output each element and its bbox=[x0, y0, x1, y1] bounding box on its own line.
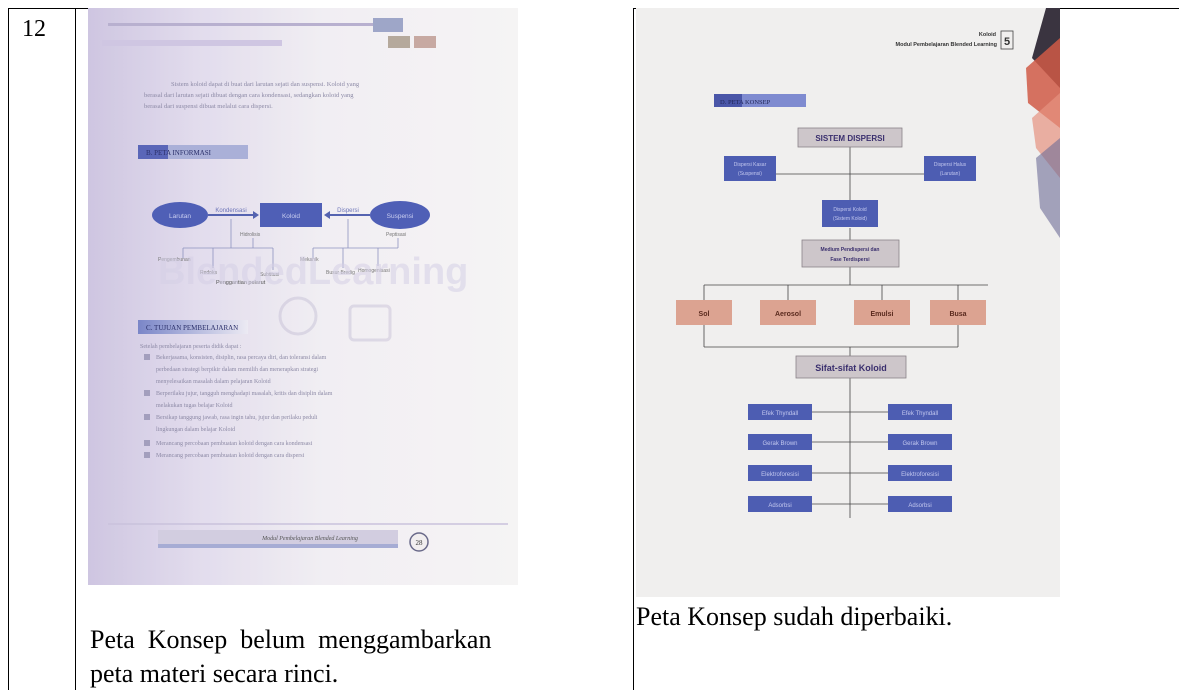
table-left-border bbox=[8, 8, 9, 690]
tujuan-item: melakukan tugas belajar Koloid bbox=[156, 403, 232, 409]
map-node-koloid: Koloid bbox=[282, 213, 300, 220]
node-medium-sub: Fase Terdispersi bbox=[830, 257, 870, 263]
map-sub-penggantian-pelarut: Penggantian pelarut bbox=[216, 280, 266, 286]
tujuan-item: menyelesaikan masalah dalam pelajaran Ko… bbox=[156, 379, 271, 385]
tujuan-item: Merancang percobaan pembuatan koloid den… bbox=[156, 441, 313, 447]
section-heading-tujuan: C. TUJUAN PEMBELAJARAN bbox=[146, 324, 238, 332]
node-aerosol: Aerosol bbox=[775, 311, 801, 318]
node-dispersi-koloid: Dispersi Koloid bbox=[833, 207, 867, 213]
node-emulsi: Emulsi bbox=[871, 311, 894, 318]
tujuan-item: Bekerjasama, konsisten, disiplin, rasa p… bbox=[156, 355, 327, 361]
left-caption-line-2: peta materi secara rinci. bbox=[90, 659, 339, 688]
page-number: 5 bbox=[1004, 36, 1010, 48]
tujuan-item: perbedaan strategi berpikir dalam memili… bbox=[156, 367, 318, 373]
node-dispersi-halus-sub: (Larutan) bbox=[940, 171, 961, 177]
left-caption-line-1: Peta Konsep belum menggambarkan bbox=[90, 625, 492, 654]
intro-line: berasal dari suspensi dibuat melalui car… bbox=[144, 103, 273, 110]
node-sifat-koloid: Sifat-sifat Koloid bbox=[815, 363, 887, 373]
node-sistem-dispersi: SISTEM DISPERSI bbox=[815, 134, 884, 143]
map-sub-peptisasi: Peptisasi bbox=[386, 232, 406, 238]
tujuan-item: Bersikap tanggung jawab, rasa ingin tahu… bbox=[156, 415, 318, 421]
node-dispersi-koloid-sub: (Sistem Koloid) bbox=[833, 216, 867, 222]
watermark-blended-learning: BlendedLearning bbox=[158, 251, 468, 293]
node-dispersi-kasar-sub: (Suspensi) bbox=[738, 171, 762, 177]
section-heading-peta-informasi: B. PETA INFORMASI bbox=[146, 149, 212, 157]
tujuan-item: lingkungan dalam belajar Koloid bbox=[156, 427, 235, 433]
old-concept-map-scan: Sistem koloid dapat di buat dari larutan… bbox=[88, 8, 518, 585]
map-sub-pengembunan: Pengembunan bbox=[158, 257, 191, 263]
map-sub-homogenisasi: Homogenisasi bbox=[358, 268, 390, 274]
map-node-suspensi: Suspensi bbox=[387, 213, 414, 220]
header-koloid: Koloid bbox=[979, 32, 996, 38]
table-column-divider-1 bbox=[75, 8, 76, 690]
header-modul: Modul Pembelajaran Blended Learning bbox=[896, 42, 997, 48]
node-dispersi-halus: Dispersi Halus bbox=[934, 162, 967, 168]
section-heading-peta-konsep: D. PETA KONSEP bbox=[720, 99, 771, 106]
map-sub-hidrolisis: Hidrolisis bbox=[240, 232, 261, 238]
node-efek-tyndall-left: Efek Thyndall bbox=[762, 411, 798, 417]
revised-concept-map-scan: Koloid Modul Pembelajaran Blended Learni… bbox=[636, 8, 1060, 597]
intro-line: Sistem koloid dapat di buat dari larutan… bbox=[171, 81, 360, 88]
intro-line: berasal dari larutan sejati dibuat denga… bbox=[144, 92, 354, 99]
node-elektroforesisi-right: Elektroforesisi bbox=[901, 472, 939, 478]
node-sol: Sol bbox=[699, 311, 710, 318]
map-sub-busur-bredig: Busur Bredig bbox=[326, 270, 355, 276]
node-busa: Busa bbox=[949, 311, 966, 318]
node-elektroforesisi-left: Elektroforesisi bbox=[761, 472, 799, 478]
right-caption: Peta Konsep sudah diperbaiki. bbox=[636, 602, 953, 631]
node-gerak-brown-right: Gerak Brown bbox=[902, 441, 937, 447]
tujuan-item: Merancang percobaan pembuatan koloid den… bbox=[156, 453, 305, 459]
node-adsorbsi-right: Adsorbsi bbox=[908, 503, 931, 509]
node-efek-tyndall-right: Efek Thyndall bbox=[902, 411, 938, 417]
map-label-kondensasi: Kondensasi bbox=[215, 208, 246, 214]
row-number: 12 bbox=[22, 16, 46, 42]
footer-title: Modul Pembelajaran Blended Learning bbox=[261, 536, 358, 542]
node-medium: Medium Pendispersi dan bbox=[821, 247, 880, 253]
map-label-dispersi: Dispersi bbox=[337, 208, 359, 214]
tujuan-item: Berperilaku jujur, tangguh menghadapi ma… bbox=[156, 391, 333, 397]
map-sub-subtitusi: Subtitusi bbox=[260, 272, 279, 278]
map-sub-redoks: Redoks bbox=[200, 270, 217, 276]
table-column-divider-2 bbox=[633, 8, 634, 690]
node-dispersi-kasar: Dispersi Kasar bbox=[734, 162, 767, 168]
map-sub-mekanik: Mekanik bbox=[300, 257, 319, 263]
node-gerak-brown-left: Gerak Brown bbox=[762, 441, 797, 447]
page-number: 28 bbox=[416, 539, 424, 547]
map-node-larutan: Larutan bbox=[169, 213, 191, 220]
node-adsorbsi-left: Adsorbsi bbox=[768, 503, 791, 509]
tujuan-intro: Setelah pembelajaran peserta didik dapat… bbox=[140, 344, 242, 350]
